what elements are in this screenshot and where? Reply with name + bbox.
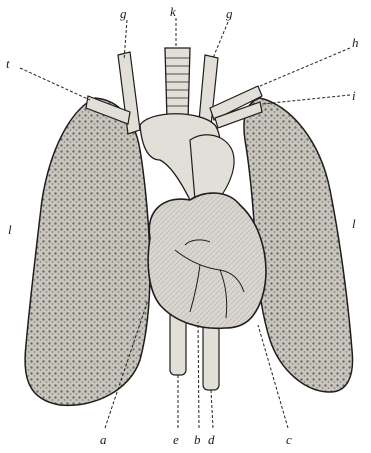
trachea <box>165 48 190 120</box>
label-d: d <box>208 432 215 447</box>
heart <box>148 193 266 328</box>
label-g-left: g <box>120 6 127 21</box>
label-l-right: l <box>352 216 356 231</box>
label-l-left: l <box>8 222 12 237</box>
label-b: b <box>194 432 201 447</box>
label-h: h <box>352 35 359 50</box>
label-t: t <box>6 56 10 71</box>
label-a: a <box>100 432 107 447</box>
label-i: i <box>352 88 356 103</box>
label-c: c <box>286 432 292 447</box>
label-g-right: g <box>226 6 233 21</box>
label-k: k <box>170 4 176 19</box>
label-e: e <box>173 432 179 447</box>
left-lung <box>25 98 150 405</box>
